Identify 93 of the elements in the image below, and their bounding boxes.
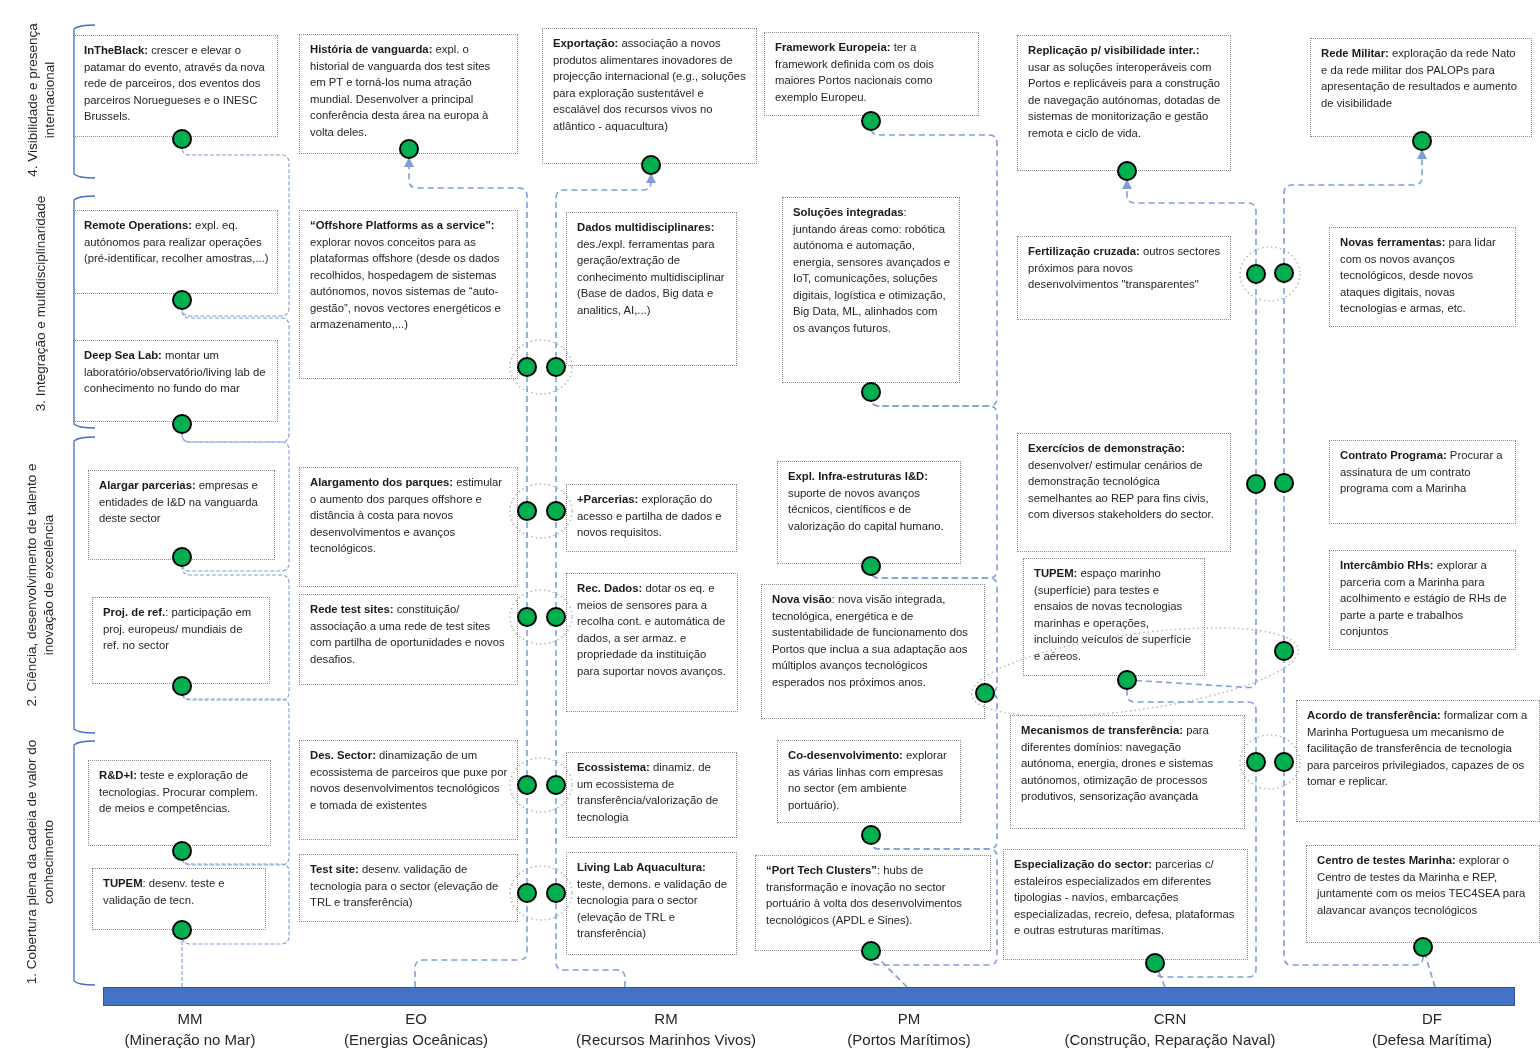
dashed-connector	[876, 956, 908, 988]
milestone-dot	[545, 774, 567, 796]
milestone-dot	[860, 555, 882, 577]
band-label: 1. Cobertura plena da cadeia de valor do conhecimento	[23, 739, 57, 985]
band-label: 4. Visibilidade e presença internacional	[23, 22, 57, 178]
note-card: Rede test sites: constituição/ associação a uma rede de test sites com partilha de oportunidades e novos desafios.	[299, 594, 518, 685]
note-card: Exercícios de demonstração: desenvolver/ estimular cenários de demonstração tecnológica semelhantes ao REP para fins civis, com diversos stakeholders do sector.	[1017, 433, 1231, 552]
milestone-dot	[974, 682, 996, 704]
axis-label: (Recursos Marinhos Vivos)	[576, 1031, 756, 1049]
note-card: Mecanismos de transferência: para diferentes domínios: navegação autónoma, energia, drones e sistemas autónomos, otimização de processos produtivos, sensorização avançada	[1010, 715, 1245, 829]
milestone-dot	[640, 154, 662, 176]
note-card: Intercâmbio RHs: explorar a parceria com a Marinha para acolhimento e estágio de RHs de parte a parte e trabalhos conjuntos	[1329, 550, 1516, 650]
milestone-dot	[398, 138, 420, 160]
note-card: Test site: desenv. validação de tecnologia para o sector (elevação de TRL e transferência)	[299, 854, 518, 922]
milestone-dot	[1116, 669, 1138, 691]
note-card: Co-desenvolvimento: explorar as várias linhas com empresas no sector (em ambiente portuário).	[777, 740, 961, 823]
note-card: Dados multidisciplinares: des./expl. ferramentas para geração/extração de conhecimento multidisciplinar (Base de dados, Big data e analitics, AI,...)	[566, 212, 737, 366]
note-card: Fertilização cruzada: outros sectores próximos para novos desenvolvimentos "transparentes"	[1017, 236, 1231, 320]
milestone-dot	[1245, 751, 1267, 773]
axis-label: (Construção, Reparação Naval)	[1064, 1031, 1276, 1049]
milestone-dot	[1273, 751, 1295, 773]
dashed-connector	[870, 692, 998, 850]
axis-label: (Defesa Marítima)	[1372, 1031, 1492, 1049]
axis-label: MM	[177, 1010, 203, 1028]
note-card: Rec. Dados: dotar os eq. e meios de sensores para a recolha cont. e automática de dados, a ser armaz. e propriedade da instituição para suportar novos avanços.	[566, 573, 738, 712]
note-card: Des. Sector: dinamização de um ecossistema de parceiros que puxe por novos desenvolvimentos tecnológicos e tomada de existentes	[299, 740, 518, 840]
milestone-dot	[860, 110, 882, 132]
dashed-connector	[1135, 492, 1257, 689]
note-card: Novas ferramentas: para lidar com os novos avanços tecnológicos, desde novos ataques digitais, novas tecnologias e armas, etc.	[1329, 227, 1516, 327]
milestone-dot	[516, 882, 538, 904]
axis-label: RM	[654, 1010, 678, 1028]
milestone-dot	[1245, 473, 1267, 495]
milestone-dot	[171, 840, 193, 862]
milestone-dot	[1273, 472, 1295, 494]
dashed-connector	[1126, 688, 1257, 754]
dashed-arrow	[555, 173, 656, 359]
note-card: Ecossistema: dinamiz. de um ecossistema de transferência/valorização de tecnologia	[566, 752, 737, 838]
milestone-dot	[1273, 640, 1295, 662]
milestone-dot	[1116, 160, 1138, 182]
milestone-dot	[516, 774, 538, 796]
axis-bar	[103, 987, 1515, 1006]
milestone-dot	[1411, 130, 1433, 152]
dashed-connector	[555, 375, 557, 503]
axis-label: (Energias Oceânicas)	[343, 1031, 489, 1049]
milestone-dot	[860, 940, 882, 962]
note-card: Living Lab Aquacultura: teste, demons. e validação de tecnologia para o sector (elevação de TRL e transferência)	[566, 852, 737, 955]
note-card: Alargamento dos parques: estimular o aumento dos parques offshore e distância à costa para novos desenvolvimentos e avanços tecnológicos.	[299, 467, 518, 587]
dashed-arrow	[1122, 179, 1257, 266]
axis-label: (Portos Marítimos)	[847, 1031, 971, 1049]
dashed-connector	[526, 375, 528, 503]
milestone-dot	[516, 500, 538, 522]
dashed-connector	[181, 938, 183, 988]
milestone-dot	[545, 606, 567, 628]
note-card: “Offshore Platforms as a service”: explorar novos conceitos para as plataformas offshore (desde os dados recolhidos, hospedagem de sistemas autónomos, novos sistemas de “auto-gestão”, novos vectores energéticos e armazenamento,...)	[299, 210, 518, 379]
milestone-dot	[1273, 262, 1295, 284]
milestone-dot	[516, 356, 538, 378]
dashed-arrow	[404, 157, 528, 359]
note-card: Soluções integradas: juntando áreas como: robótica autónoma e automação, energia, sensores avançados e IoT, comunicações, soluções digitais, logística e otimização, Big Data, ML, alinhados com os avanços futuros.	[782, 197, 960, 383]
milestone-dot	[545, 882, 567, 904]
dashed-connector	[1157, 970, 1166, 988]
axis-label: PM	[897, 1010, 921, 1028]
band-label: 3. Integração e multidisciplinaridade	[31, 194, 49, 414]
milestone-dot	[171, 919, 193, 941]
milestone-dot	[860, 824, 882, 846]
note-card: Acordo de transferência: formalizar com a Marinha Portuguesa um mecanismo de facilitação de transferência de tecnologia para parceiros privilegiados, capazes de os tomar e replicar.	[1296, 700, 1540, 822]
note-card: +Parcerias: exploração do acesso e partilha de dados e novos requisitos.	[566, 484, 737, 552]
milestone-dot	[171, 675, 193, 697]
dashed-connector	[1283, 770, 1424, 966]
milestone-dot	[516, 606, 538, 628]
axis-label: CRN	[1153, 1010, 1187, 1028]
milestone-dot	[1245, 263, 1267, 285]
note-card: Contrato Programa: Procurar a assinatura de um contrato programa com a Marinha	[1329, 440, 1516, 524]
milestone-dot	[545, 356, 567, 378]
axis-label: EO	[405, 1010, 427, 1028]
dashed-connector	[1255, 282, 1257, 476]
dashed-connector	[555, 519, 557, 609]
milestone-dot	[860, 381, 882, 403]
milestone-dot	[1412, 936, 1434, 958]
dashed-connector	[1424, 954, 1436, 988]
axis-label: (Mineração no Mar)	[124, 1031, 256, 1049]
milestone-dot	[1144, 952, 1166, 974]
dashed-connector	[1283, 659, 1285, 754]
dashed-connector	[181, 565, 290, 701]
milestone-dot	[171, 413, 193, 435]
dashed-connector	[526, 519, 528, 609]
axis-label: DF	[1422, 1010, 1442, 1028]
band-label: 2. Ciência, desenvolvimento de talento e inovação de excelência	[23, 462, 57, 709]
milestone-dot	[171, 546, 193, 568]
dashed-arrow	[1283, 149, 1427, 265]
milestone-dot	[545, 500, 567, 522]
milestone-dot	[171, 289, 193, 311]
dashed-connector	[1283, 281, 1285, 475]
milestone-dot	[171, 128, 193, 150]
